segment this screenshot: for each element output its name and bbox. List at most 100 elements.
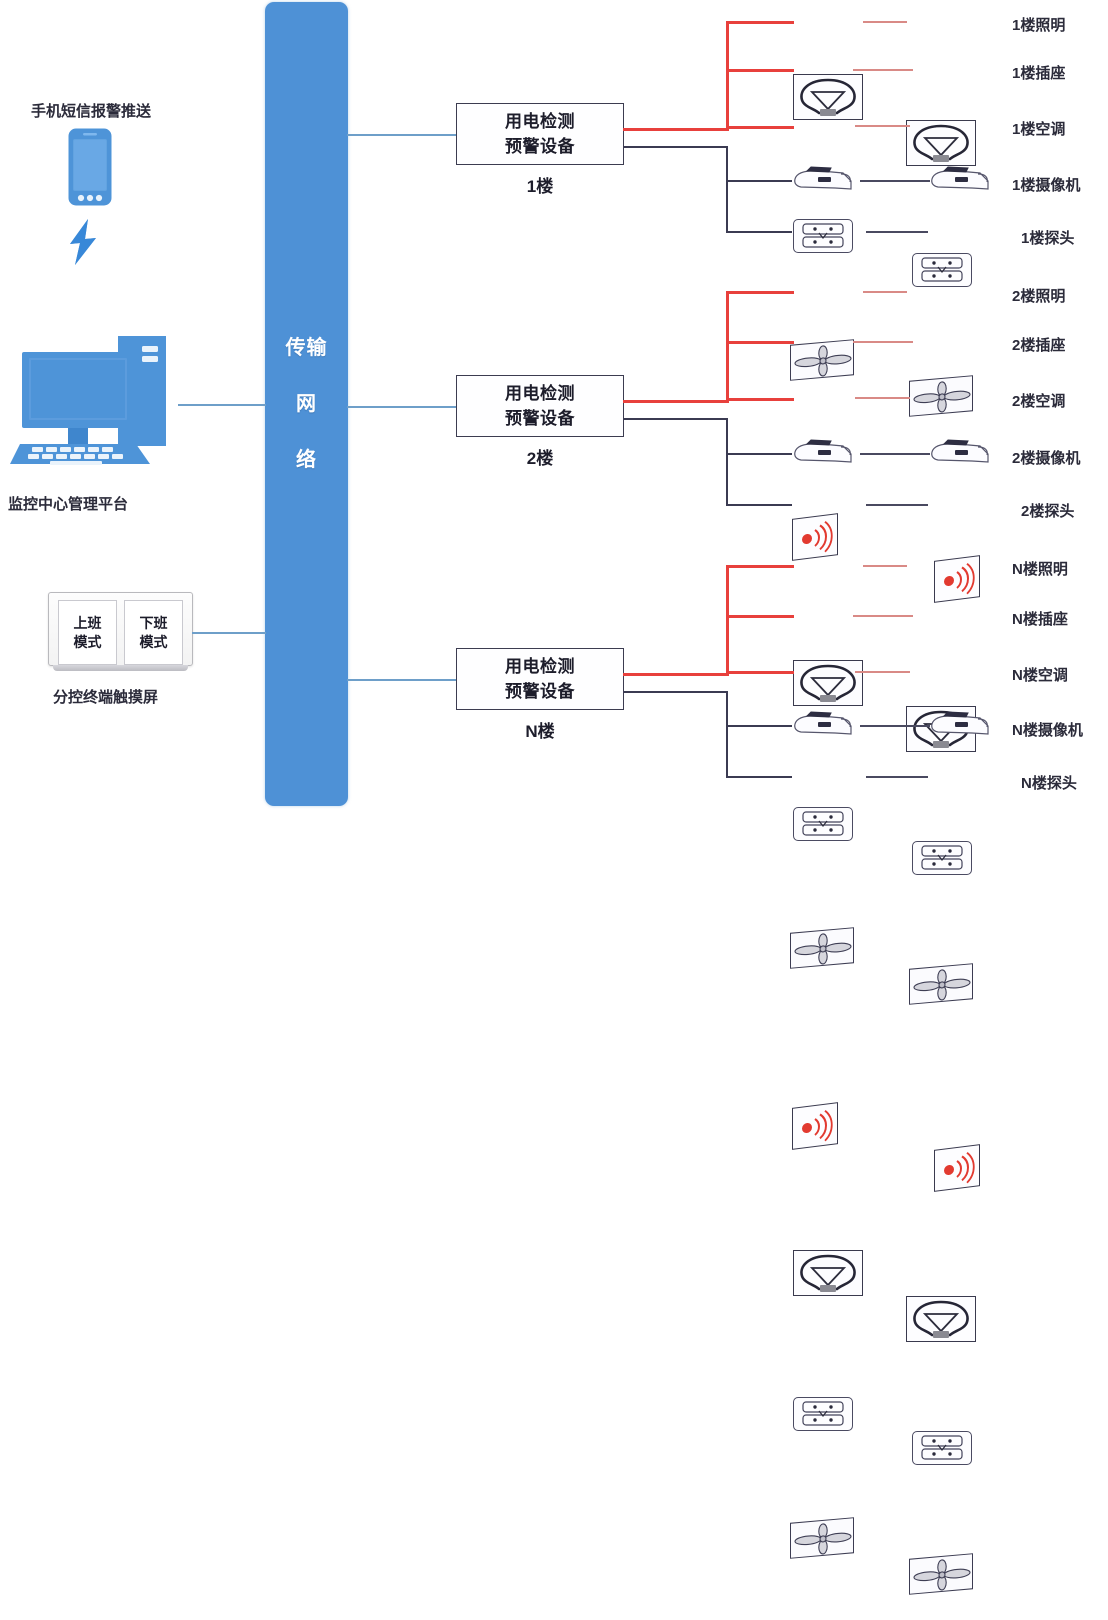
device-label-fn-probe: N楼探头 <box>1021 775 1077 792</box>
power-link-ac-floor-n <box>855 671 910 673</box>
floor-label-2: 2楼 <box>526 449 554 468</box>
socket-icon <box>793 219 853 253</box>
floor-label-1: 1楼 <box>526 177 554 196</box>
signal-branch-camera-floor-n <box>726 725 792 727</box>
touch-button-off-mode[interactable]: 下班 模式 <box>124 600 183 665</box>
device-label-f2-ac: 2楼空调 <box>1012 393 1066 410</box>
power-branch-socket-floor-1 <box>726 69 794 72</box>
camera-icon <box>928 165 994 195</box>
signal-bus-riser-floor-1 <box>726 146 728 232</box>
camera-icon <box>928 438 994 468</box>
socket-icon <box>912 1431 972 1465</box>
power-bus-riser-floor-1 <box>726 22 729 131</box>
power-link-socket-floor-1 <box>853 69 913 71</box>
signal-branch-camera-floor-2 <box>726 453 792 455</box>
signal-link-probe-floor-2 <box>866 504 928 506</box>
fan-icon <box>909 963 973 1005</box>
device-label-f2-camera: 2楼摄像机 <box>1012 450 1081 467</box>
lamp-icon <box>906 120 976 166</box>
link-center-to-network <box>178 404 266 406</box>
socket-icon <box>912 253 972 287</box>
touch-panel-icon[interactable]: 上班 模式 下班 模式 <box>48 592 193 671</box>
power-link-ac-floor-2 <box>855 397 910 399</box>
mobile-phone-icon <box>68 128 112 206</box>
signal-branch-probe-floor-1 <box>726 231 792 233</box>
device-label-fn-lighting: N楼照明 <box>1012 561 1068 578</box>
link-network-to-floor-1 <box>347 134 457 136</box>
device-label-f1-socket: 1楼插座 <box>1012 65 1066 82</box>
power-branch-ac-floor-n <box>726 671 794 674</box>
detection-device-box-floor-n[interactable]: 用电检测 预警设备 <box>456 648 624 710</box>
power-link-lighting-floor-n <box>863 565 907 567</box>
power-branch-ac-floor-2 <box>726 398 794 401</box>
socket-icon <box>912 841 972 875</box>
power-bus-riser-floor-n <box>726 566 729 676</box>
power-branch-socket-floor-2 <box>726 341 794 344</box>
device-box-line1: 用电检测 <box>505 112 575 131</box>
power-link-lighting-floor-2 <box>863 291 907 293</box>
signal-bus-riser-floor-n <box>726 691 728 778</box>
lamp-icon <box>906 1296 976 1342</box>
signal-bus-stub-floor-2 <box>623 418 728 420</box>
probe-icon <box>792 513 838 561</box>
signal-bus-stub-floor-1 <box>623 146 728 148</box>
power-bus-riser-floor-2 <box>726 292 729 403</box>
transmission-network-bar: 传输 网 络 <box>265 2 348 806</box>
probe-icon <box>934 555 980 603</box>
device-label-f1-probe: 1楼探头 <box>1021 230 1075 247</box>
fan-icon <box>790 339 854 381</box>
power-branch-lighting-floor-n <box>726 565 794 568</box>
floor-label-n: N楼 <box>525 722 555 741</box>
device-label-f2-probe: 2楼探头 <box>1021 503 1075 520</box>
power-branch-socket-floor-n <box>726 615 794 618</box>
signal-link-camera-floor-2 <box>860 453 930 455</box>
signal-link-camera-floor-n <box>860 725 930 727</box>
wireless-signal-bolt-icon <box>62 218 104 266</box>
power-branch-ac-floor-1 <box>726 126 794 129</box>
power-bus-stub-floor-n <box>623 673 728 676</box>
power-link-lighting-floor-1 <box>863 21 907 23</box>
monitor-center-label: 监控中心管理平台 <box>8 496 129 513</box>
device-box-line2: 预警设备 <box>505 682 575 701</box>
device-label-f1-ac: 1楼空调 <box>1012 121 1066 138</box>
fan-icon <box>909 1553 973 1595</box>
camera-icon <box>791 710 857 740</box>
sms-push-label: 手机短信报警推送 <box>31 103 152 120</box>
lamp-icon <box>793 1250 863 1296</box>
device-label-f2-lighting: 2楼照明 <box>1012 288 1066 305</box>
touch-button-work-mode[interactable]: 上班 模式 <box>58 600 117 665</box>
device-label-f1-camera: 1楼摄像机 <box>1012 177 1081 194</box>
detection-device-box-floor-1[interactable]: 用电检测 预警设备 <box>456 103 624 165</box>
link-network-to-floor-2 <box>347 406 457 408</box>
device-box-line1: 用电检测 <box>505 384 575 403</box>
camera-icon <box>928 710 994 740</box>
device-box-line1: 用电检测 <box>505 657 575 676</box>
socket-icon <box>793 1397 853 1431</box>
device-label-f1-lighting: 1楼照明 <box>1012 17 1066 34</box>
device-box-line2: 预警设备 <box>505 409 575 428</box>
device-box-line2: 预警设备 <box>505 137 575 156</box>
power-bus-stub-floor-1 <box>623 128 728 131</box>
signal-bus-riser-floor-2 <box>726 418 728 506</box>
transmission-network-label: 传输 网 络 <box>285 337 328 471</box>
camera-icon <box>791 165 857 195</box>
touch-panel-label: 分控终端触摸屏 <box>53 689 159 706</box>
signal-branch-probe-floor-n <box>726 776 792 778</box>
signal-link-probe-floor-n <box>866 776 928 778</box>
diagram-canvas: 手机短信报警推送 <box>8 2 1083 1595</box>
signal-link-probe-floor-1 <box>866 231 928 233</box>
signal-bus-stub-floor-n <box>623 691 728 693</box>
fan-icon <box>790 1517 854 1559</box>
power-link-ac-floor-1 <box>855 125 910 127</box>
device-label-fn-camera: N楼摄像机 <box>1012 722 1083 739</box>
device-label-fn-socket: N楼插座 <box>1012 611 1068 628</box>
link-touchpanel-to-network <box>192 632 266 634</box>
signal-branch-probe-floor-2 <box>726 504 792 506</box>
signal-link-camera-floor-1 <box>860 180 930 182</box>
power-branch-lighting-floor-2 <box>726 291 794 294</box>
power-link-socket-floor-n <box>853 615 913 617</box>
socket-icon <box>793 807 853 841</box>
link-network-to-floor-n <box>347 679 457 681</box>
detection-device-box-floor-2[interactable]: 用电检测 预警设备 <box>456 375 624 437</box>
device-label-fn-ac: N楼空调 <box>1012 667 1068 684</box>
